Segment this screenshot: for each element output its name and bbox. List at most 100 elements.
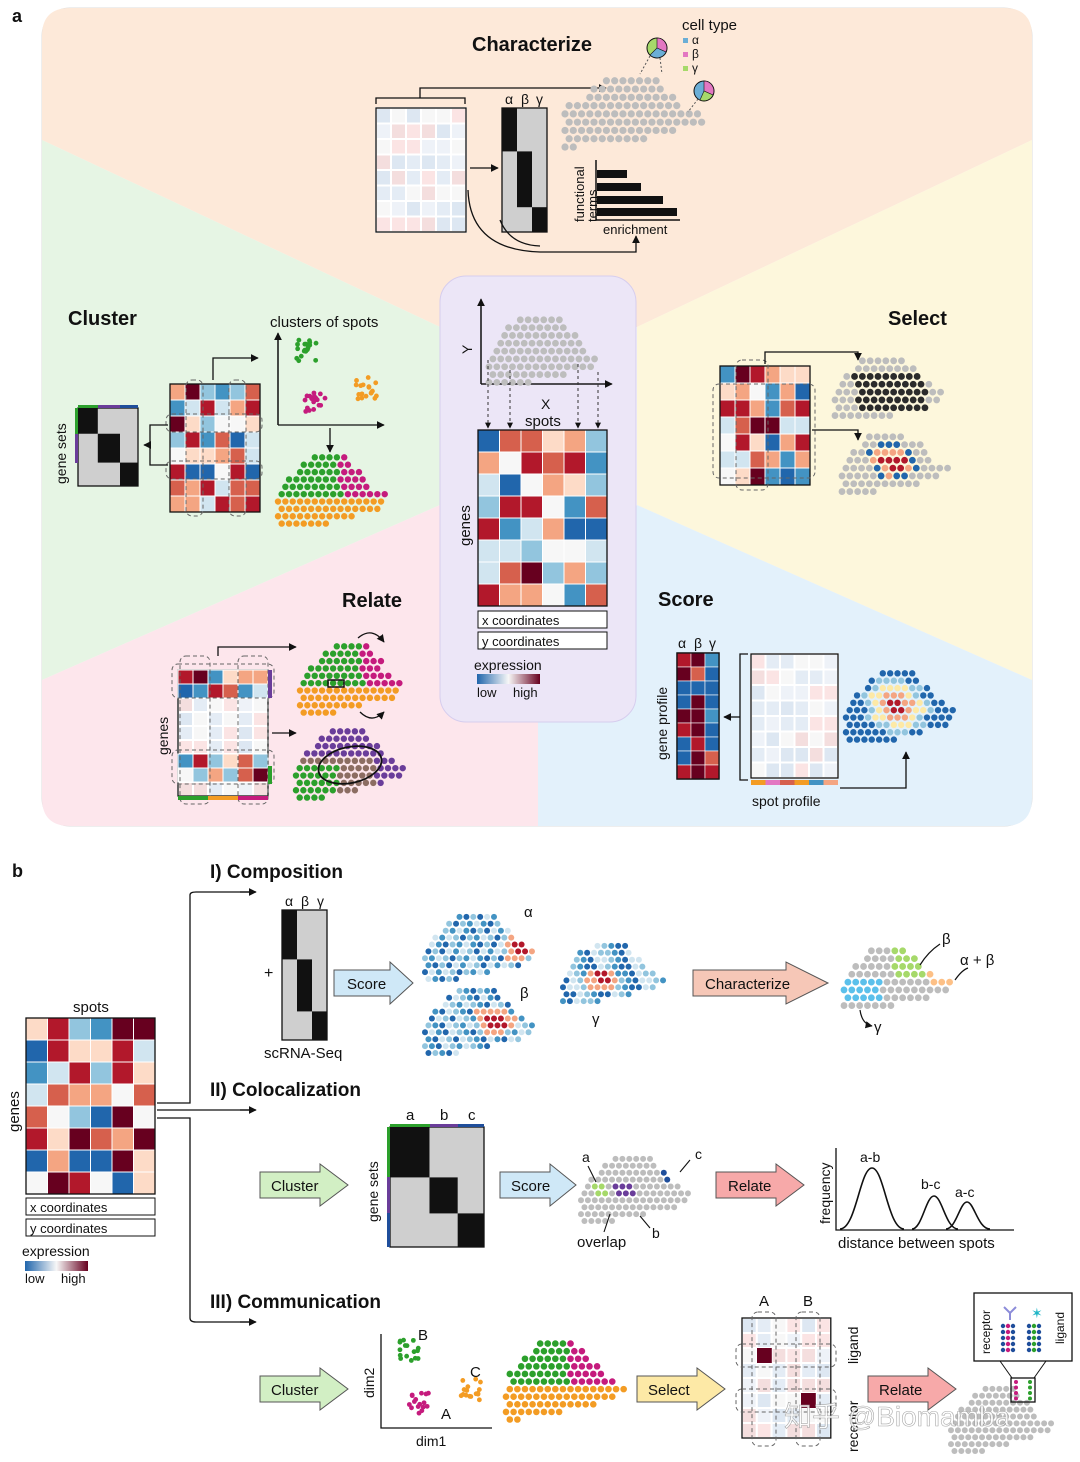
spot — [1017, 1413, 1023, 1420]
spot — [847, 396, 855, 404]
center-high: high — [513, 685, 538, 700]
spot — [611, 126, 619, 135]
spot — [453, 1050, 460, 1056]
spot — [463, 1001, 470, 1008]
matrix-cell — [390, 200, 407, 218]
spot — [293, 476, 300, 483]
spot — [669, 93, 677, 101]
spot — [366, 679, 374, 687]
spot — [608, 956, 615, 963]
spot — [341, 468, 348, 476]
matrix-cell — [794, 450, 811, 469]
spot — [565, 118, 573, 126]
spot — [921, 388, 929, 396]
spot — [351, 772, 359, 779]
spot — [322, 461, 330, 468]
spot — [304, 483, 311, 490]
spot — [326, 702, 333, 709]
spot — [487, 948, 494, 955]
cluster-arrow-top — [212, 354, 259, 380]
characterize-marker-alpha: α — [505, 91, 513, 107]
matrix-cell — [90, 1083, 113, 1107]
spot — [578, 1393, 586, 1401]
spot — [650, 1162, 657, 1169]
spot — [869, 456, 877, 464]
spot — [548, 1378, 555, 1385]
matrix-cell — [764, 746, 781, 764]
characterize-title: Characterize — [472, 34, 592, 56]
matrix-border — [676, 652, 720, 780]
matrix-cell — [229, 383, 246, 401]
spot — [480, 948, 487, 955]
relate-genes-label: genes — [155, 717, 171, 755]
spot — [552, 1340, 559, 1347]
spot — [359, 772, 366, 779]
spot — [867, 994, 875, 1002]
spot — [303, 779, 311, 787]
inset-spot — [1000, 1323, 1006, 1329]
matrix-cell — [719, 433, 736, 452]
relate-title: Relate — [342, 590, 402, 612]
spot — [559, 339, 567, 347]
matrix-cell — [435, 200, 452, 218]
spot — [891, 947, 899, 955]
spot — [396, 679, 403, 687]
spot — [563, 1378, 571, 1385]
spot — [477, 1001, 484, 1008]
matrix-cell — [199, 447, 216, 465]
spot — [505, 324, 512, 332]
spot — [381, 490, 388, 498]
cluster-point — [467, 1393, 473, 1399]
matrix-cell — [690, 694, 706, 710]
spot — [598, 1197, 605, 1204]
spot — [866, 388, 874, 396]
spot — [494, 994, 501, 1001]
cluster-point — [363, 393, 369, 399]
matrix-cell — [785, 1332, 803, 1349]
set-bar-green — [78, 405, 98, 408]
spot-profile-bar — [823, 780, 838, 785]
spot — [868, 692, 875, 699]
spot-profile-bar — [751, 780, 766, 785]
matrix-cell — [785, 1377, 803, 1394]
spot — [965, 1420, 972, 1427]
spot — [992, 1406, 999, 1413]
spot — [515, 1036, 522, 1043]
relate-tissue-top — [296, 643, 403, 716]
matrix-cell — [90, 1061, 113, 1085]
spot — [533, 1408, 540, 1416]
spot — [922, 978, 930, 986]
spot — [521, 1385, 529, 1393]
spot — [831, 412, 839, 419]
spot — [449, 1015, 456, 1022]
spot — [901, 396, 909, 404]
cluster-point — [406, 1402, 412, 1407]
spot — [615, 1204, 622, 1211]
matrix-border — [169, 383, 261, 513]
matrix-cell — [542, 495, 565, 519]
center-x-coords-box — [477, 610, 608, 629]
spot — [931, 714, 938, 721]
spot — [858, 449, 865, 456]
spot — [544, 1355, 552, 1363]
spot — [544, 355, 552, 363]
spot — [860, 963, 867, 970]
spot — [311, 483, 318, 490]
spot — [619, 110, 627, 118]
spot — [636, 1204, 643, 1211]
spot — [908, 456, 916, 464]
spot — [494, 948, 501, 955]
matrix-cell — [47, 1061, 70, 1085]
spot — [329, 650, 337, 657]
matrix-cell — [793, 761, 810, 779]
spot — [351, 757, 359, 764]
spot — [673, 102, 681, 110]
spot — [934, 721, 942, 729]
matrix-cell — [808, 653, 825, 671]
spot — [514, 1416, 521, 1423]
spot — [872, 714, 879, 721]
spot — [664, 1204, 671, 1211]
spot — [322, 694, 329, 702]
spot — [982, 1413, 989, 1420]
spot — [307, 787, 314, 794]
